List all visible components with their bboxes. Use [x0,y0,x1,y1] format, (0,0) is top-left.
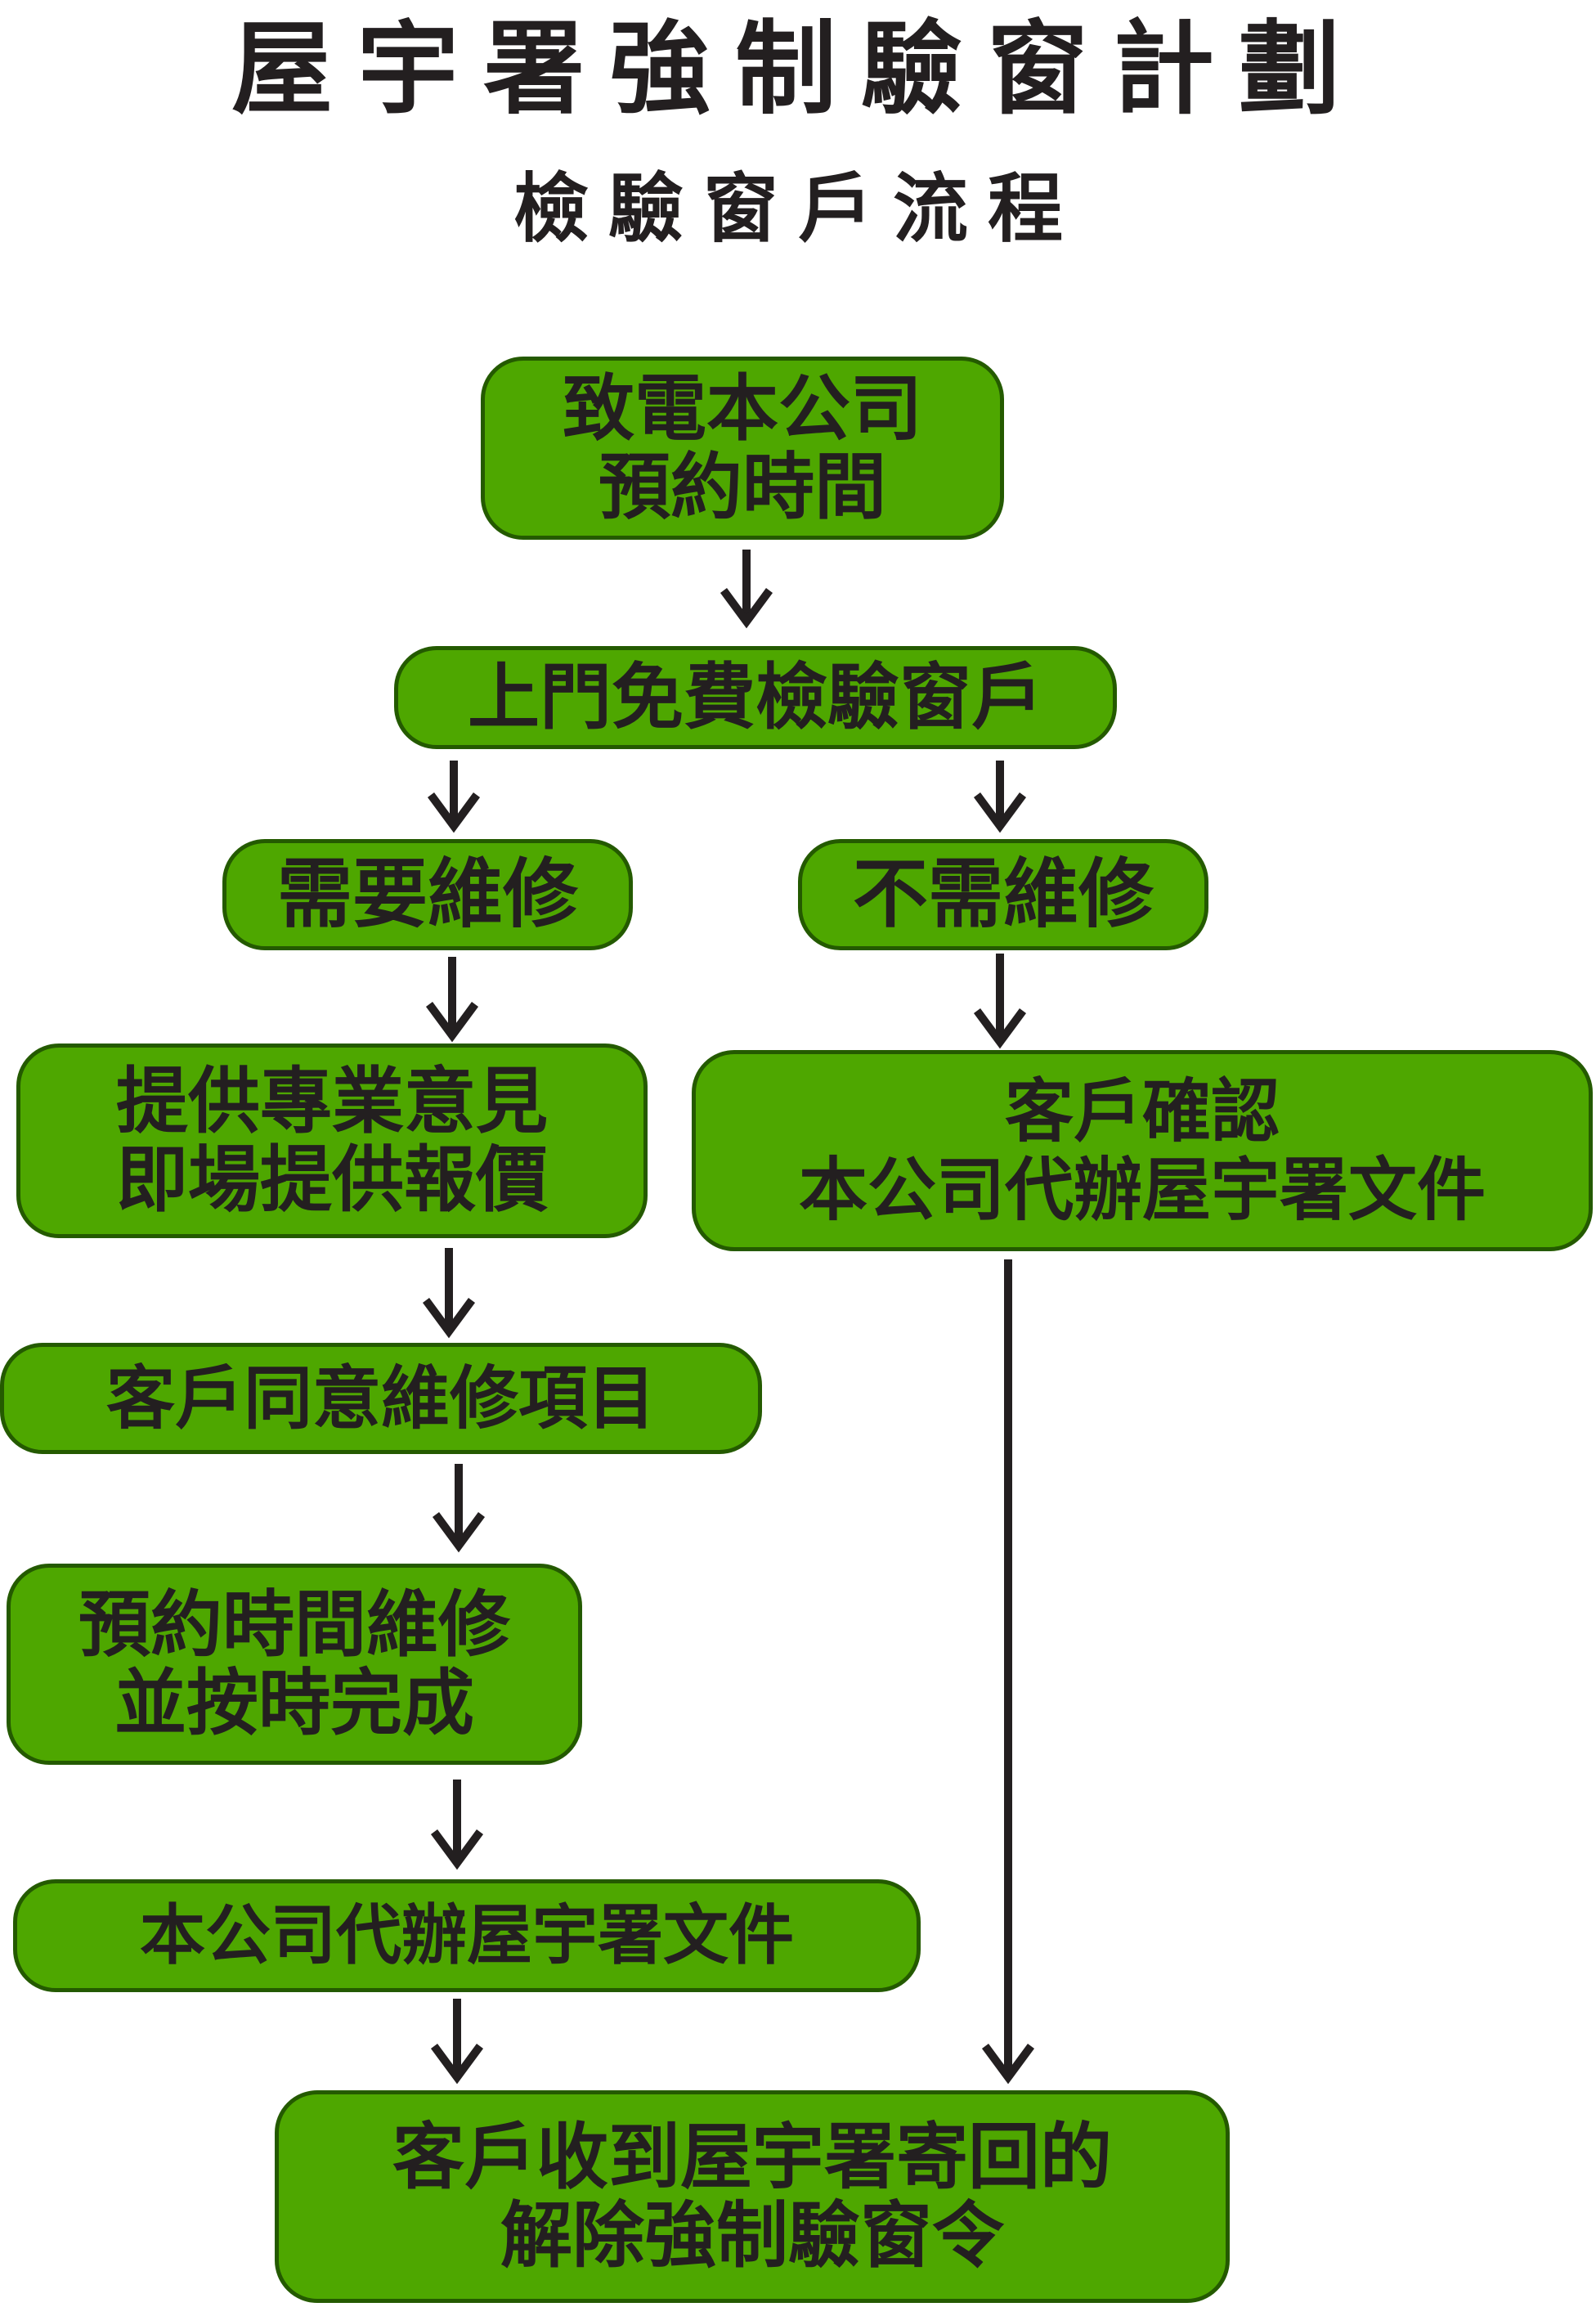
arrow-documents-to-final [430,1999,484,2085]
step-final-order-release-line1: 客戶收到屋宇署寄回的 [392,2115,1112,2199]
arrow-inspect-to-no-repair [973,761,1027,833]
arrow-inspect-to-need-repair [427,761,481,833]
step-final-order-release: 客戶收到屋宇署寄回的 解除強制驗窗令 [275,2090,1230,2303]
step-call-company: 致電本公司 預約時間 [481,357,1004,540]
step-schedule-repair-line1: 預約時間維修 [78,1582,510,1667]
step-call-company-line1: 致電本公司 [562,366,922,451]
step-professional-advice-line1: 提供專業意見 [115,1059,548,1143]
step-professional-advice: 提供專業意見 即場提供報價 [16,1044,648,1238]
step-call-company-line2: 預約時間 [598,445,886,529]
page-subtitle: 檢驗窗戶流程 [513,164,1083,253]
step-customer-agree: 客戶同意維修項目 [0,1343,762,1454]
step-need-repair: 需要維修 [222,839,633,950]
step-customer-confirm-line1: 客戶確認 [1004,1071,1280,1151]
step-schedule-repair-line2: 並按時完成 [114,1661,474,1745]
step-need-repair-line1: 需要維修 [276,851,578,938]
page-title: 屋宇署強制驗窗計劃 [231,10,1365,128]
arrow-agree-to-schedule [432,1464,486,1553]
step-no-repair: 不需維修 [798,839,1208,950]
arrow-call-to-inspect [720,550,773,629]
step-customer-agree-line1: 客戶同意維修項目 [105,1358,656,1439]
step-customer-confirm: 客戶確認 本公司代辦屋宇署文件 [692,1050,1593,1251]
step-customer-confirm-line2: 本公司代辦屋宇署文件 [798,1150,1486,1230]
step-handle-documents-line1: 本公司代辦屋宇署文件 [140,1897,794,1973]
step-free-inspection: 上門免費檢驗窗戶 [394,646,1117,749]
step-final-order-release-line2: 解除強制驗窗令 [500,2193,1004,2278]
arrow-need-repair-to-advice [425,957,479,1043]
step-free-inspection-line1: 上門免費檢驗窗戶 [467,655,1043,739]
step-professional-advice-line2: 即場提供報價 [115,1138,548,1222]
step-schedule-repair: 預約時間維修 並按時完成 [7,1564,582,1765]
arrow-confirm-to-final [981,1259,1035,2085]
arrow-advice-to-agree [422,1248,476,1339]
step-no-repair-line1: 不需維修 [852,851,1154,938]
arrow-schedule-to-documents [430,1780,484,1870]
step-handle-documents: 本公司代辦屋宇署文件 [13,1879,921,1992]
arrow-no-repair-to-confirm [973,954,1027,1049]
